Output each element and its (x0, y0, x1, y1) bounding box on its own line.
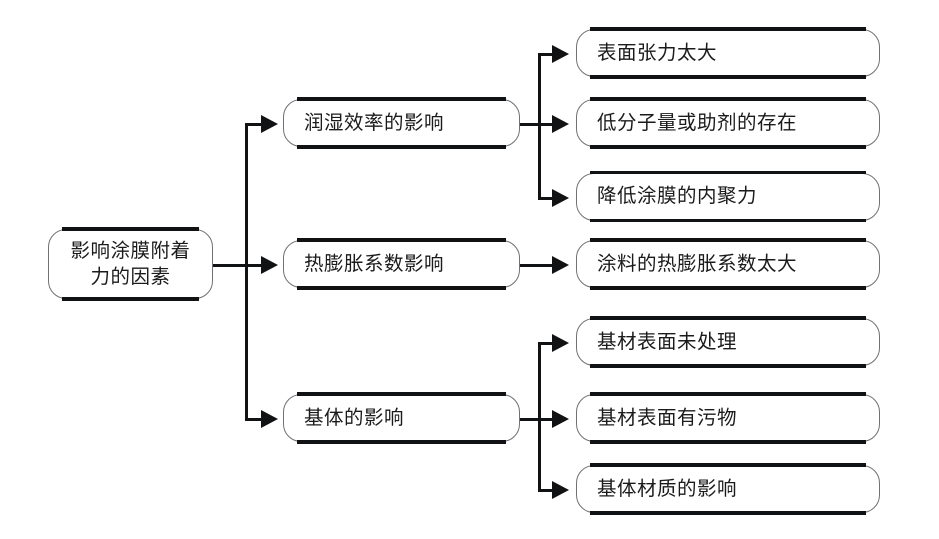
arrow-leaf-2-1 (552, 255, 569, 274)
node-leaf-1-3-label: 降低涂膜的内聚力 (597, 184, 758, 208)
connector-leaf-1-3-stub (538, 196, 554, 200)
node-leaf-3-3-label: 基体材质的影响 (597, 476, 738, 500)
connector-level1-spine (245, 123, 249, 421)
connector-branch-1-stub (245, 123, 263, 127)
arrow-branch-1 (261, 115, 278, 133)
connector-leaf-3-3-stub (538, 489, 554, 493)
connector-branch-3-out (519, 417, 541, 421)
arrow-leaf-1-2 (552, 115, 569, 133)
connector-root-trunk (212, 263, 264, 267)
node-branch-2[interactable]: 热膨胀系数影响 (283, 238, 520, 290)
arrow-leaf-3-2 (552, 409, 569, 428)
node-leaf-1-2[interactable]: 低分子量或助剂的存在 (576, 97, 880, 149)
node-root-label: 影响涂膜附着 力的因素 (70, 238, 191, 288)
node-leaf-3-2-label: 基材表面有污物 (597, 405, 738, 429)
arrow-leaf-3-3 (552, 481, 569, 499)
node-leaf-1-1[interactable]: 表面张力太大 (576, 27, 880, 79)
connector-leaf-3-1-stub (538, 342, 554, 346)
node-leaf-3-2[interactable]: 基材表面有污物 (576, 392, 880, 444)
connector-branch-3-stub (245, 417, 263, 421)
node-branch-1-label: 润湿效率的影响 (304, 110, 445, 134)
connector-leaf-1-2-stub (538, 123, 554, 127)
connector-branch-1-leaf-spine (538, 53, 542, 200)
node-leaf-2-1[interactable]: 涂料的热膨胀系数太大 (576, 238, 880, 290)
node-leaf-1-3[interactable]: 降低涂膜的内聚力 (576, 170, 880, 223)
node-leaf-3-1-label: 基材表面未处理 (597, 329, 738, 353)
connector-branch-2-stub (245, 263, 263, 267)
arrow-branch-3 (261, 409, 278, 428)
node-branch-3-label: 基体的影响 (304, 405, 405, 429)
node-leaf-3-1[interactable]: 基材表面未处理 (576, 316, 880, 368)
arrow-leaf-1-3 (552, 188, 569, 207)
arrow-branch-2 (261, 255, 278, 274)
connector-branch-3-leaf-spine (538, 342, 542, 492)
arrow-leaf-1-1 (552, 45, 569, 63)
node-root[interactable]: 影响涂膜附着 力的因素 (48, 227, 213, 301)
arrow-leaf-3-1 (552, 334, 569, 352)
node-leaf-3-3[interactable]: 基体材质的影响 (576, 463, 880, 515)
connector-leaf-1-1-stub (538, 53, 554, 57)
node-leaf-2-1-label: 涂料的热膨胀系数太大 (597, 251, 798, 275)
node-branch-1[interactable]: 润湿效率的影响 (283, 97, 520, 149)
node-branch-2-label: 热膨胀系数影响 (304, 251, 445, 275)
node-leaf-1-1-label: 表面张力太大 (597, 40, 718, 64)
node-leaf-1-2-label: 低分子量或助剂的存在 (597, 110, 798, 134)
connector-branch-2-out (519, 263, 557, 267)
node-branch-3[interactable]: 基体的影响 (283, 392, 520, 444)
connector-leaf-3-2-stub (538, 417, 554, 421)
connector-branch-1-out (519, 123, 541, 127)
